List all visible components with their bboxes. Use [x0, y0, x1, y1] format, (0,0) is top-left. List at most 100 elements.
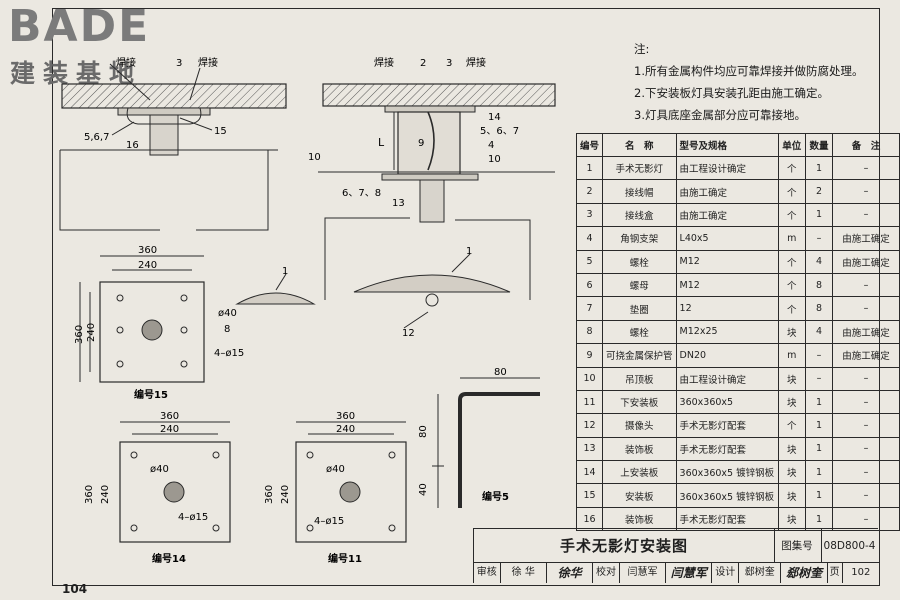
cell-qty: 1	[804, 483, 834, 508]
cell-name: 螺栓	[602, 319, 677, 345]
cell-remark: –	[832, 506, 900, 532]
cell-spec: 360x360x5	[675, 389, 779, 415]
table-header-row: 编号 名 称 型号及规格 单位 数量 备 注	[575, 133, 900, 157]
junction-box	[397, 111, 461, 175]
part-5-bolt: 80 80 40 编号5	[418, 367, 540, 508]
cell-unit: 块	[777, 506, 806, 532]
cell-no: 1	[575, 155, 604, 181]
cell-spec: DN20	[675, 343, 779, 368]
cell-no: 6	[575, 272, 604, 298]
atlas-number: 08D800-4	[821, 528, 878, 563]
cell-spec: 12	[675, 296, 779, 321]
design-label: 设计	[712, 563, 740, 583]
leader-12	[403, 311, 429, 329]
cell-no: 2	[575, 179, 604, 204]
cell-unit: 个	[777, 155, 806, 181]
cell-unit: 个	[777, 249, 806, 274]
leader-1b	[451, 253, 471, 273]
cell-unit: 个	[777, 413, 806, 438]
dim-L: L	[378, 136, 385, 149]
cell-spec: M12x25	[675, 319, 779, 345]
callout-12: 12	[402, 328, 415, 339]
upper-plate	[384, 105, 476, 113]
cell-remark: –	[832, 272, 900, 298]
check-signature: 闫慧军	[666, 563, 713, 583]
cell-qty: –	[804, 226, 834, 251]
cell-name: 装饰板	[602, 506, 677, 532]
cell-unit: m	[777, 226, 806, 251]
cell-no: 11	[575, 389, 604, 415]
check-label: 校对	[593, 563, 620, 583]
lamp-small	[235, 292, 316, 305]
review-name: 徐 华	[501, 563, 547, 583]
callout-10: 10	[308, 152, 321, 163]
lamp-arm-left	[324, 217, 410, 300]
signature-row: 审核 徐 华 徐华 校对 闫慧军 闫慧军 设计 郄树奎 郄树奎 页 102	[473, 562, 879, 583]
cell-no: 9	[575, 343, 604, 368]
cell-spec: 由工程设计确定	[675, 366, 779, 391]
logo-subtitle: 建装基地	[10, 59, 143, 88]
callout-2: 2	[420, 58, 426, 69]
cell-qty: 1	[804, 413, 834, 438]
plate-14-height: 360	[84, 485, 95, 504]
atlas-label: 图集号	[773, 528, 822, 563]
check-name: 闫慧军	[620, 563, 667, 583]
col-name: 名 称	[602, 133, 677, 157]
callout-1a: 1	[282, 266, 288, 277]
bolt-thread: 40	[418, 483, 429, 496]
cell-no: 7	[575, 296, 604, 321]
lamp-large	[353, 274, 511, 293]
cell-qty: 8	[804, 272, 834, 298]
leader-1a	[275, 273, 287, 291]
lamp-stem	[419, 179, 445, 223]
cell-name: 螺母	[602, 272, 677, 298]
col-qty: 数量	[804, 133, 834, 157]
cell-unit: 块	[777, 366, 806, 391]
label-weld-left: 焊接	[116, 56, 136, 69]
col-no: 编号	[575, 133, 604, 157]
cell-name: 手术无影灯	[602, 155, 677, 181]
cell-spec: 360x360x5 镀锌钢板	[675, 483, 779, 508]
cell-remark: 由施工确定	[832, 319, 900, 345]
cell-no: 12	[575, 413, 604, 438]
cell-no: 14	[575, 460, 604, 485]
plate-14: 360 240 360 240 ø40 4–ø15 编号14	[84, 411, 231, 565]
left-slab	[61, 83, 287, 109]
logo-word: BADE	[8, 1, 151, 52]
left-pipe	[59, 150, 160, 231]
plate-15-center-hole	[141, 319, 163, 341]
lamp-arm-right	[455, 219, 531, 300]
callout-3: 3	[446, 58, 452, 69]
plate-15-inner: 240	[138, 260, 157, 271]
cell-unit: m	[777, 343, 806, 368]
left-plate	[117, 107, 211, 116]
cell-name: 摄像头	[602, 413, 677, 438]
cell-remark: –	[832, 296, 900, 321]
design-name: 郄树奎	[739, 563, 782, 583]
lower-plate	[381, 173, 479, 181]
leader-weld-right	[189, 67, 201, 101]
cell-spec: 手术无影灯配套	[675, 436, 779, 462]
callout-1b: 1	[466, 246, 472, 257]
cell-remark: –	[832, 179, 900, 204]
bolt-length: 80	[494, 367, 507, 378]
surgical-lamps: 1 1 12	[235, 246, 511, 339]
leader-567	[111, 121, 135, 136]
left-flange	[126, 107, 202, 125]
cell-spec: 360x360x5 镀锌钢板	[675, 460, 779, 485]
leader-weld-left	[109, 63, 151, 101]
plate-15-holes: 4–ø15	[214, 348, 244, 359]
callout-15: 15	[214, 126, 227, 137]
leader-15	[179, 117, 213, 131]
plate-11-width: 360	[336, 411, 355, 422]
cell-unit: 块	[777, 389, 806, 415]
